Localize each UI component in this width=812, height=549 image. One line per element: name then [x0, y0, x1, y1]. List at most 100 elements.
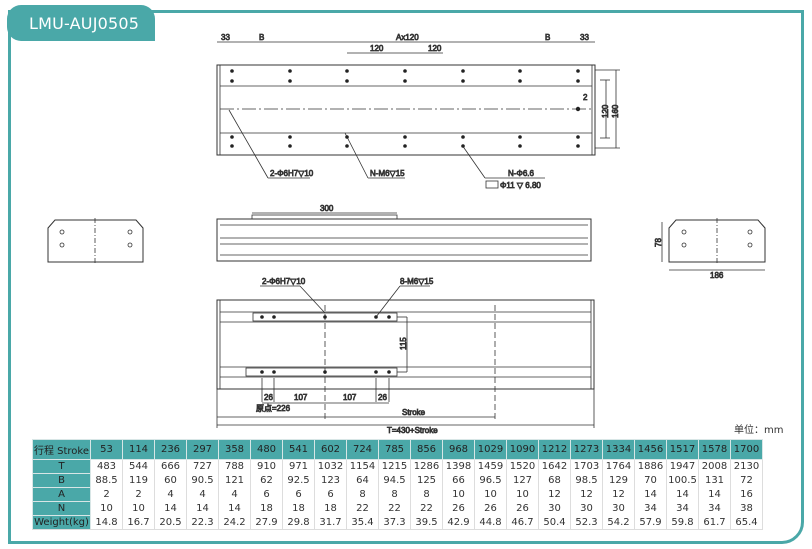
cell-value: 37.3 [378, 515, 411, 530]
cell-value: 90.5 [186, 473, 219, 488]
dim-120-a: 120 [370, 44, 384, 53]
dim-ax120: Ax120 [396, 33, 419, 42]
dim-b-left: B [259, 33, 264, 42]
hole-marker [288, 135, 292, 139]
cell-value: 62 [250, 473, 283, 488]
spec-sheet-frame [8, 10, 804, 544]
dim-107-a: 107 [294, 393, 308, 402]
cell-value: 30 [570, 501, 603, 516]
hole-marker [403, 79, 407, 83]
stroke-value: 1212 [538, 439, 571, 460]
cell-value: 2 [122, 487, 155, 502]
stroke-value: 541 [282, 439, 315, 460]
stroke-value: 602 [314, 439, 347, 460]
cell-value: 1947 [666, 459, 699, 474]
hole-marker [345, 135, 349, 139]
hole-marker [260, 370, 264, 374]
cell-value: 94.5 [378, 473, 411, 488]
row-label: B [32, 473, 91, 488]
cell-value: 14 [186, 501, 219, 516]
hole-marker [374, 315, 378, 319]
hole-marker [345, 79, 349, 83]
dim-2: 2 [583, 93, 588, 102]
dim-26-b: 26 [378, 393, 387, 402]
hole-marker [518, 144, 522, 148]
cell-value: 544 [122, 459, 155, 474]
cell-value: 24.2 [218, 515, 251, 530]
origin-label: 原点=226 [256, 404, 291, 413]
hole-marker [576, 144, 580, 148]
stroke-header: 行程 Stroke [32, 439, 91, 460]
cell-value: 57.9 [634, 515, 667, 530]
cell-value: 22.3 [186, 515, 219, 530]
stroke-label: Stroke [402, 408, 426, 417]
hole-marker [345, 144, 349, 148]
cell-value: 1703 [570, 459, 603, 474]
stroke-value: 53 [90, 439, 123, 460]
cell-value: 1886 [634, 459, 667, 474]
cell-value: 22 [378, 501, 411, 516]
stroke-value: 1517 [666, 439, 699, 460]
cell-value: 14 [218, 501, 251, 516]
cell-value: 34 [666, 501, 699, 516]
cell-value: 14 [666, 487, 699, 502]
hole-marker [323, 315, 327, 319]
bottom-view: 2-Φ6H7▽10 8-M6▽15 115 26 107 107 26 原点=2… [216, 277, 595, 435]
cell-value: 46.7 [506, 515, 539, 530]
hole-marker [575, 106, 581, 112]
cell-value: 65.4 [730, 515, 763, 530]
hole-marker [288, 69, 292, 73]
callout-through-hole: N-Φ6.6 [508, 169, 534, 178]
dim-120-vertical: 120 [601, 104, 610, 118]
hole-marker [288, 79, 292, 83]
cell-value: 1154 [346, 459, 379, 474]
hole-marker [518, 79, 522, 83]
cell-value: 39.5 [410, 515, 443, 530]
cell-value: 6 [250, 487, 283, 502]
stroke-value: 1334 [602, 439, 635, 460]
stroke-value: 114 [122, 439, 155, 460]
cell-value: 1642 [538, 459, 571, 474]
cell-value: 8 [346, 487, 379, 502]
cell-value: 26 [442, 501, 475, 516]
hole-marker [461, 79, 465, 83]
dim-b-right: B [545, 33, 550, 42]
dim-26-a: 26 [264, 393, 273, 402]
hole-marker [387, 370, 391, 374]
model-title: LMU-AUJ0505 [7, 5, 155, 41]
cell-value: 38 [730, 501, 763, 516]
dim-300: 300 [320, 204, 334, 213]
cell-value: 59.8 [666, 515, 699, 530]
hole-marker [387, 315, 391, 319]
cell-value: 1286 [410, 459, 443, 474]
cell-value: 16.7 [122, 515, 155, 530]
stroke-value: 480 [250, 439, 283, 460]
cell-value: 10 [474, 487, 507, 502]
hole-marker [576, 69, 580, 73]
stroke-value: 1456 [634, 439, 667, 460]
hole-marker [461, 69, 465, 73]
cell-value: 34 [634, 501, 667, 516]
cell-value: 910 [250, 459, 283, 474]
cell-value: 22 [410, 501, 443, 516]
cell-value: 61.7 [698, 515, 731, 530]
stroke-value: 1029 [474, 439, 507, 460]
hole-marker [345, 69, 349, 73]
hole-marker [518, 135, 522, 139]
cell-value: 16 [730, 487, 763, 502]
cell-value: 18 [282, 501, 315, 516]
cell-value: 70 [634, 473, 667, 488]
hole-marker [403, 69, 407, 73]
callout-tapped-hole: N-M6▽15 [370, 169, 405, 178]
dim-78: 78 [654, 238, 663, 247]
cell-value: 10 [122, 501, 155, 516]
stroke-value: 856 [410, 439, 443, 460]
cell-value: 4 [186, 487, 219, 502]
cell-value: 1520 [506, 459, 539, 474]
cell-value: 12 [538, 487, 571, 502]
cell-value: 6 [282, 487, 315, 502]
